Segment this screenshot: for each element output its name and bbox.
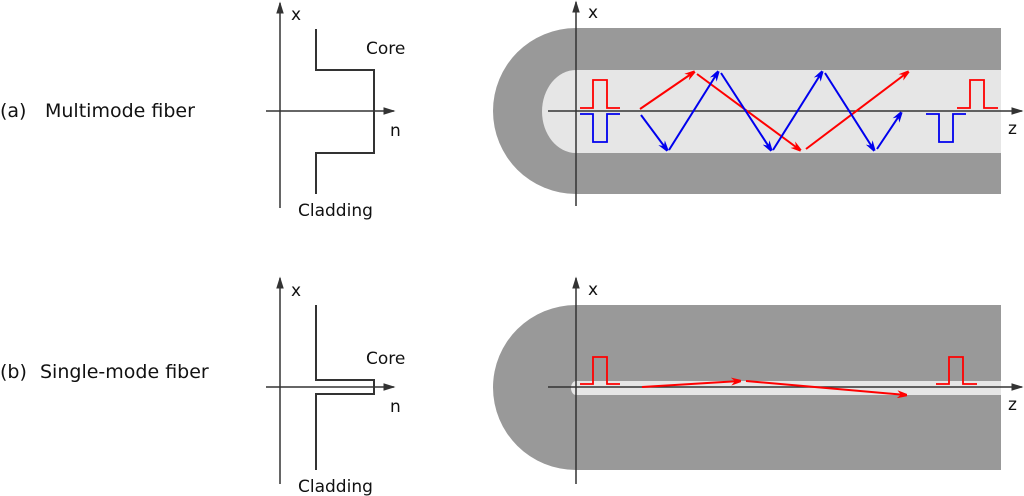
z-axis-label: z (1008, 119, 1017, 139)
index-profile-a: x n Core Cladding (266, 1, 405, 221)
panel-b: (b) Single-mode fiber x n Core Cladding … (0, 276, 1024, 496)
ray-red (639, 72, 694, 110)
cladding-label: Cladding (298, 201, 373, 221)
ray-blue (640, 114, 667, 150)
x-axis-label: x (291, 5, 301, 25)
index-profile-b: x n Core Cladding (266, 276, 405, 496)
ray-red (745, 380, 906, 395)
output-pulse-red (936, 356, 977, 385)
x-axis-label: x (291, 281, 301, 301)
input-pulse-red (580, 356, 620, 385)
output-pulse-blue (926, 113, 966, 143)
n-axis-label: n (390, 397, 401, 417)
ray-blue (824, 72, 874, 150)
profile-line (315, 29, 375, 194)
core-label: Core (366, 349, 405, 369)
ray-red (641, 381, 740, 388)
ray-blue (720, 72, 771, 150)
ray-blue (772, 72, 822, 151)
core-label: Core (366, 39, 405, 59)
panel-b-label: (b) (0, 361, 27, 383)
panel-b-title: Single-mode fiber (40, 361, 209, 383)
input-pulse-red (580, 79, 620, 109)
panel-a-label: (a) (0, 100, 26, 122)
ray-red (805, 72, 908, 150)
ray-blue (668, 72, 718, 151)
cladding-label: Cladding (298, 477, 373, 496)
panel-a-title: Multimode fiber (45, 100, 195, 122)
z-axis-label: z (1008, 395, 1017, 415)
ray-blue (876, 113, 901, 150)
output-pulse-red (957, 79, 998, 109)
ray-red (696, 73, 800, 150)
x-axis-label: x (588, 3, 598, 23)
input-pulse-blue (580, 113, 620, 143)
panel-a: (a) Multimode fiber x n Core Cladding x … (0, 0, 1024, 221)
fiber-a: x z (493, 0, 1024, 206)
x-axis-label: x (588, 280, 598, 300)
fiber-b: x z (492, 276, 1024, 484)
profile-line (315, 305, 375, 470)
n-axis-label: n (390, 121, 401, 141)
